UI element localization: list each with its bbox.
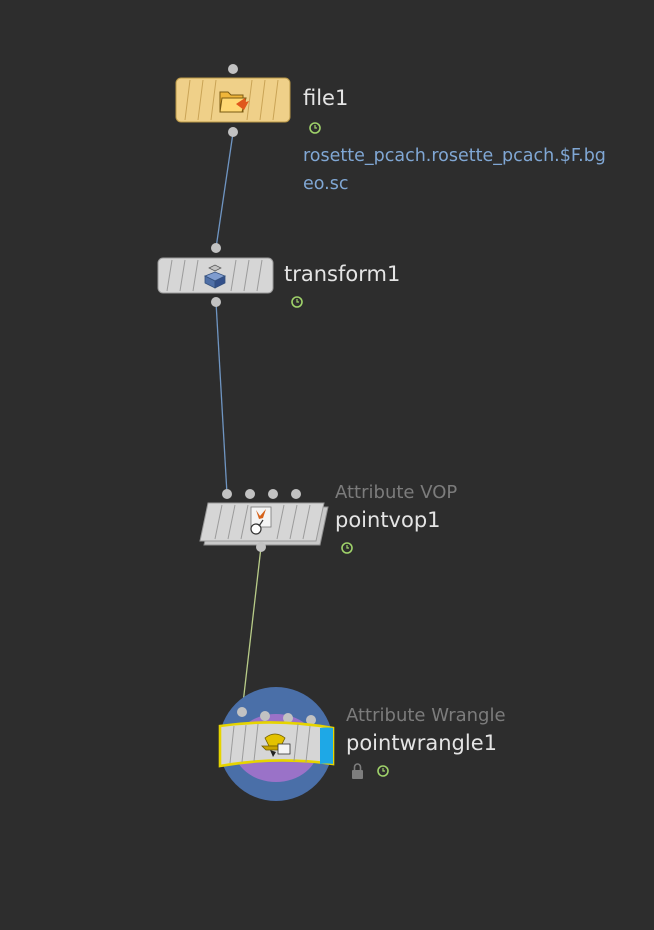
output-connector[interactable] [228, 127, 238, 137]
input-connector[interactable] [211, 243, 221, 253]
input-connector[interactable] [268, 489, 278, 499]
input-connector[interactable] [245, 489, 255, 499]
input-connector[interactable] [228, 64, 238, 74]
input-connector[interactable] [222, 489, 232, 499]
wire-file1-transform1[interactable] [215, 132, 234, 249]
node-name-transform1[interactable]: transform1 [284, 262, 401, 286]
input-connector[interactable] [306, 715, 316, 725]
input-connector[interactable] [291, 489, 301, 499]
wire-transform1-pointvop1[interactable] [215, 301, 228, 495]
display-flag[interactable] [320, 727, 333, 765]
node-pointwrangle1[interactable] [218, 687, 389, 801]
input-connector[interactable] [237, 707, 247, 717]
flag-green-indicator [291, 296, 303, 308]
node-name-pointwrangle1[interactable]: pointwrangle1 [346, 731, 497, 755]
input-connector[interactable] [260, 711, 270, 721]
wrangle-icon [261, 733, 291, 757]
wire-pointvop1-pointwrangle1[interactable] [241, 546, 262, 713]
transform-icon [204, 264, 226, 289]
node-file1[interactable] [175, 64, 321, 137]
node-type-label: Attribute Wrangle [346, 705, 506, 726]
folder-open-icon [219, 91, 249, 113]
file-path-line-2: eo.sc [303, 174, 349, 194]
node-type-label: Attribute VOP [335, 482, 458, 503]
node-pointvop1[interactable] [199, 489, 353, 554]
file-path-line-1: rosette_pcach.rosette_pcach.$F.bg [303, 146, 606, 166]
flag-green-indicator [377, 765, 389, 777]
flag-green-indicator [309, 122, 321, 134]
node-transform1[interactable] [157, 243, 303, 308]
input-connector[interactable] [283, 713, 293, 723]
node-name-file1[interactable]: file1 [303, 86, 349, 110]
node-name-pointvop1[interactable]: pointvop1 [335, 508, 441, 532]
output-connector[interactable] [211, 297, 221, 307]
output-connector[interactable] [256, 542, 266, 552]
file-path-label: rosette_pcach.rosette_pcach.$F.bg eo.sc [303, 142, 606, 198]
flag-green-indicator [341, 542, 353, 554]
vop-icon [250, 506, 272, 535]
lock-icon[interactable] [352, 763, 363, 779]
